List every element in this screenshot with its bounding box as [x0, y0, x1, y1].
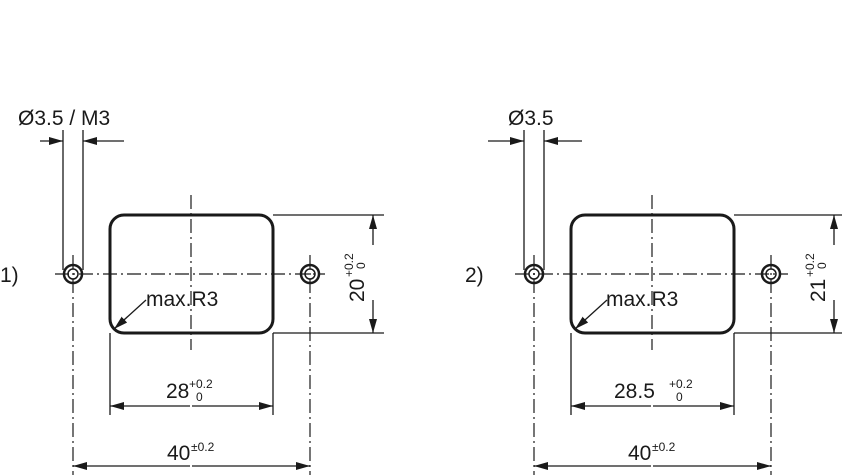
width-tol-lower: 0 [196, 390, 203, 404]
mounting-hole-right [299, 263, 321, 285]
width-tol-upper: +0.2 [189, 377, 213, 391]
center-lines [55, 195, 325, 475]
height-tol-upper: +0.2 [342, 253, 356, 277]
mounting-hole-left [523, 263, 545, 285]
mounting-hole-right [760, 263, 782, 285]
drawing-1: 1) Ø3.5 / M3 max.R3 [0, 107, 384, 475]
center-lines [515, 195, 788, 475]
radius-callout: max.R3 [146, 288, 218, 311]
hole-diameter-dimension [488, 130, 582, 270]
hole-diameter-callout: Ø3.5 [508, 107, 554, 130]
width-dimension [109, 333, 274, 415]
spacing-tol: ±0.2 [191, 440, 215, 454]
width-dimension [570, 333, 735, 415]
radius-leader [574, 299, 608, 330]
height-tol-upper: +0.2 [803, 253, 817, 277]
height-dimension [273, 214, 384, 334]
width-tol-upper: +0.2 [669, 377, 693, 391]
hole-diameter-callout: Ø3.5 / M3 [18, 107, 110, 130]
height-tol-lower: 0 [354, 262, 368, 269]
radius-callout: max.R3 [606, 288, 678, 311]
height-label: 20 +0.2 0 [342, 253, 369, 302]
spacing-value: 40 [628, 442, 651, 465]
mounting-hole-left [62, 263, 84, 285]
hole-diameter-dimension [40, 130, 124, 270]
height-tol-lower: 0 [815, 262, 829, 269]
radius-leader [113, 299, 147, 330]
drawing-label: 1) [0, 264, 19, 287]
height-value: 20 [346, 279, 369, 302]
drawing-2: 2) Ø3.5 max.R3 [465, 107, 842, 475]
height-dimension [734, 214, 842, 334]
spacing-tol: ±0.2 [652, 440, 676, 454]
width-tol-lower: 0 [676, 390, 683, 404]
height-label: 21 +0.2 0 [803, 253, 830, 302]
spacing-value: 40 [167, 442, 190, 465]
width-value: 28 [166, 380, 189, 403]
drawing-label: 2) [465, 264, 484, 287]
width-value: 28.5 [614, 380, 655, 403]
height-value: 21 [807, 279, 830, 302]
